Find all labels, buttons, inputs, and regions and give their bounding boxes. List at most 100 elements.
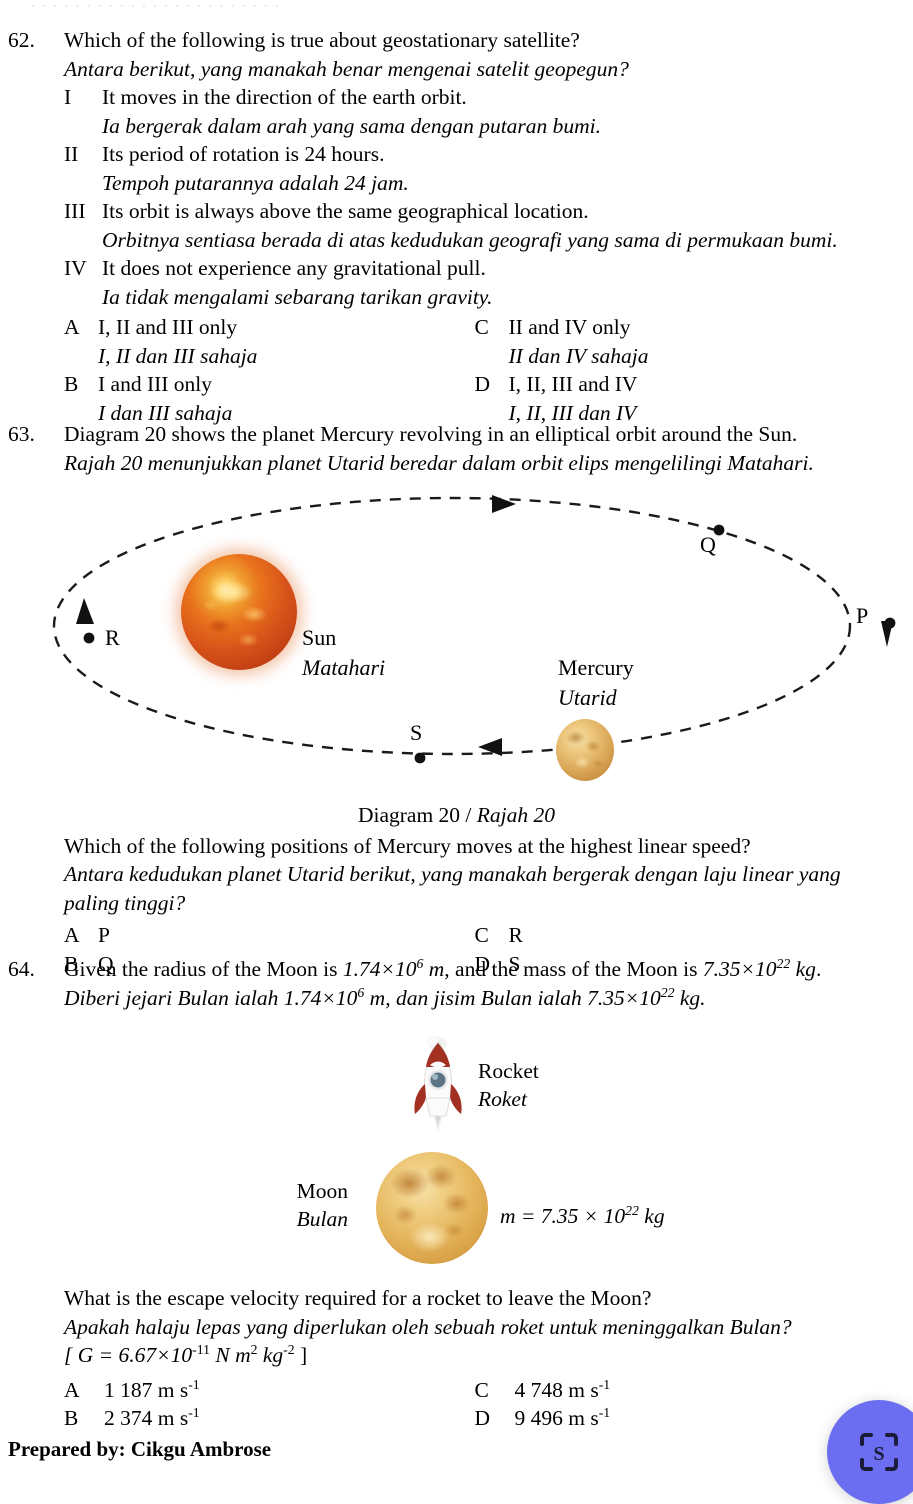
option-b[interactable]: B Q [64,950,475,979]
option-b[interactable]: B I and III only [64,370,475,399]
given-text-2: , and the mass of the Moon is [444,957,698,981]
statement-text-en: It does not experience any gravitational… [102,256,486,280]
svg-text:S: S [873,1443,884,1465]
option-b-my: I dan III sahaja [64,399,475,428]
position-dot-q[interactable] [713,524,725,536]
option-a[interactable]: A P [64,921,475,950]
option-c-my: II dan IV sahaja [475,342,886,371]
orbit-arrow-left [76,598,94,624]
question-stem-en: Diagram 20 shows the planet Mercury revo… [64,422,798,446]
mercury-label-my: Utarid [558,685,617,710]
statement-text-en: Its orbit is always above the same geogr… [102,199,589,223]
label-p: P [856,603,869,628]
statement-numeral: II [64,142,79,166]
options-64: A 1 187 m s-1 C 4 748 m s-1 B 2 374 m s-… [64,1376,885,1433]
diagram-caption: Diagram 20 / Rajah 20 [0,801,913,830]
option-text-my: I, II dan III sahaja [98,343,258,368]
radius-value-my: 1.74×106 m [283,984,386,1010]
given-line-en: Given the radius of the Moon is 1.74×106… [64,955,885,984]
sun-label-my: Matahari [302,655,386,680]
option-d[interactable]: D 9 496 m s-1 [475,1404,886,1433]
moon-figure: Moon Bulan m = 7.35 × 1022 kg [0,1146,913,1278]
option-text-en: I and III only [98,372,213,396]
option-d-my: I, II, III dan IV [475,399,886,428]
rocket-icon [414,1036,462,1133]
question-text-my: Apakah halaju lepas yang diperlukan oleh… [64,1314,792,1339]
rocket-label-en: Rocket [478,1059,539,1083]
option-c[interactable]: C 4 748 m s-1 [475,1376,886,1405]
options-62: A I, II and III only C II and IV only I,… [64,313,885,427]
orbit-arrow-top [492,495,516,513]
option-a[interactable]: A I, II and III only [64,313,475,342]
option-letter: B [64,951,79,976]
orbit-path [52,496,852,756]
moon-label-en: Moon [296,1179,348,1203]
option-letter: C [474,315,489,339]
option-text-en: I, II and III only [98,315,238,339]
option-b[interactable]: B 2 374 m s-1 [64,1404,475,1433]
question-text-my: Antara kedudukan planet Utarid berikut, … [64,862,841,915]
position-dot-p[interactable] [884,617,896,629]
statement-text-my: Orbitnya sentiasa berada di atas keduduk… [102,227,838,252]
option-letter: A [64,923,80,947]
option-c[interactable]: C R [475,921,886,950]
option-d[interactable]: D S [475,950,886,979]
position-dot-r[interactable] [83,632,95,644]
question-number: 62. [8,28,35,52]
rocket-illustration [406,1036,470,1139]
mass-value: 7.35×1022 kg [702,955,816,981]
option-letter: D [474,951,491,976]
option-text-my: II dan IV sahaja [508,343,649,368]
option-text-en: S [508,951,521,976]
sun-illustration [181,554,297,670]
option-text-en: I, II, III and IV [508,372,638,396]
label-r: R [105,625,120,650]
option-letter: C [474,923,489,947]
statement-numeral: III [64,199,86,223]
option-letter: A [64,315,80,339]
moon-mass-equation: m = 7.35 × 1022 kg [500,1202,665,1228]
mercury-label-en: Mercury [558,655,634,680]
given-my-3: . [700,985,706,1010]
moon-illustration [376,1152,488,1264]
option-text-en: P [98,923,110,947]
option-a-my: I, II dan III sahaja [64,342,475,371]
option-letter: A [64,1377,80,1402]
orbit-svg [52,495,896,764]
options-63: A P C R B Q D S [64,921,885,978]
option-text-en: Q [98,951,114,976]
diagram-caption-my: Rajah 20 [476,803,556,827]
statement-numeral: I [64,85,72,109]
question-stem-my: Rajah 20 menunjukkan planet Utarid bered… [64,450,814,475]
option-text-en: R [508,923,523,947]
question-stem-my: Antara berikut, yang manakah benar menge… [64,56,629,81]
statement-numeral: IV [64,256,87,280]
diagram-caption-en: Diagram 20 / [357,803,472,827]
option-text-en: II and IV only [508,315,631,339]
label-s: S [410,720,423,745]
option-a[interactable]: A 1 187 m s-1 [64,1376,475,1405]
position-dot-s[interactable] [414,752,426,764]
option-letter: C [474,1377,489,1402]
given-my-2: , dan jisim Bulan ialah [385,985,582,1010]
gravitational-constant: [ G = 6.67×10-11 N m2 kg-2 ] [64,1341,308,1367]
option-letter: B [64,372,79,396]
statement-ii: II Its period of rotation is 24 hours. [64,140,885,169]
statement-text-my: Ia bergerak dalam arah yang sama dengan … [102,113,602,138]
given-text-3: . [815,957,822,981]
option-c[interactable]: C II and IV only [475,313,886,342]
orbit-diagram: Q P R S Sun Matahari Mercury Utarid [0,481,913,801]
radius-value: 1.74×106 m [342,955,445,981]
statement-text-my: Tempoh putarannya adalah 24 jam. [102,170,409,195]
statement-iv: IV It does not experience any gravitatio… [64,254,885,283]
question-text-en: What is the escape velocity required for… [64,1286,652,1310]
page-footer: Prepared by: Cikgu Ambrose [8,1437,272,1461]
sun-label-en: Sun [302,625,337,650]
question-62: 62. Which of the following is true about… [0,26,913,427]
statement-iii: III Its orbit is always above the same g… [64,197,885,226]
rocket-label-my: Roket [478,1087,527,1111]
option-d[interactable]: D I, II, III and IV [475,370,886,399]
option-value: 1 187 m s-1 [104,1376,200,1402]
statement-text-my: Ia tidak mengalami sebarang tarikan grav… [102,284,493,309]
